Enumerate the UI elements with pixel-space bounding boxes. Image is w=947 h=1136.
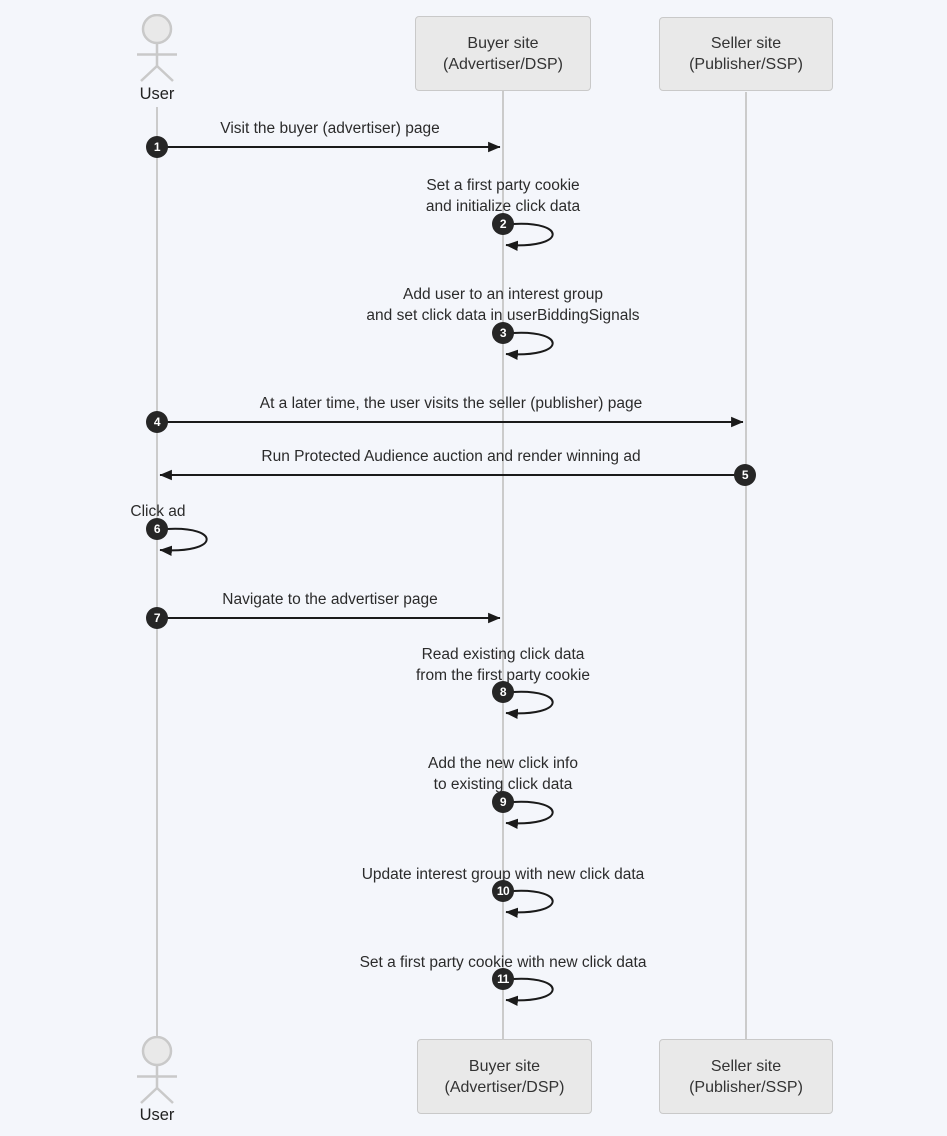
actor-user-label-bottom: User <box>139 1106 175 1124</box>
participant-seller-name: Seller site <box>710 1057 782 1075</box>
participant-buyer-subtitle: (Advertiser/DSP) <box>444 1078 565 1096</box>
user-actor-icon <box>137 14 177 82</box>
message-3-badge: 3 <box>492 322 514 344</box>
message-11-label: Set a first party cookie with new click … <box>359 954 647 971</box>
message-5-badge: 5 <box>734 464 756 486</box>
participant-seller-subtitle: (Publisher/SSP) <box>689 56 803 73</box>
message-9-label: Add the new click info to existing click… <box>428 755 578 793</box>
participant-seller-top: Seller site (Publisher/SSP) <box>659 17 833 91</box>
message-4-badge: 4 <box>146 411 168 433</box>
message-6-label: Click ad <box>130 503 186 520</box>
actor-user-label-top: User <box>139 85 175 103</box>
message-8-label: Read existing click data from the first … <box>415 646 590 684</box>
participant-seller-name: Seller site <box>710 35 782 52</box>
message-8-badge: 8 <box>492 681 514 703</box>
message-6-badge: 6 <box>146 518 168 540</box>
message-10-badge: 10 <box>492 880 514 902</box>
message-2-badge: 2 <box>492 213 514 235</box>
participant-buyer-top: Buyer site (Advertiser/DSP) <box>415 16 591 91</box>
message-1-badge: 1 <box>146 136 168 158</box>
message-7-badge: 7 <box>146 607 168 629</box>
message-11-badge: 11 <box>492 968 514 990</box>
participant-seller-bottom: Seller site (Publisher/SSP) <box>659 1039 833 1114</box>
message-1-label: Visit the buyer (advertiser) page <box>220 120 440 137</box>
message-3-label: Add user to an interest group and set cl… <box>366 286 640 324</box>
user-actor-icon <box>137 1036 177 1104</box>
message-5-label: Run Protected Audience auction and rende… <box>261 448 641 465</box>
participant-seller-subtitle: (Publisher/SSP) <box>689 1078 803 1096</box>
participant-buyer-bottom: Buyer site (Advertiser/DSP) <box>417 1039 592 1114</box>
message-10-label: Update interest group with new click dat… <box>361 866 645 883</box>
message-7-label: Navigate to the advertiser page <box>222 591 438 608</box>
message-2-label: Set a first party cookie and initialize … <box>425 177 581 215</box>
message-4-label: At a later time, the user visits the sel… <box>259 395 643 412</box>
participant-buyer-subtitle: (Advertiser/DSP) <box>442 55 564 73</box>
participant-buyer-name: Buyer site <box>467 34 539 52</box>
message-9-badge: 9 <box>492 791 514 813</box>
participant-buyer-name: Buyer site <box>468 1057 541 1075</box>
